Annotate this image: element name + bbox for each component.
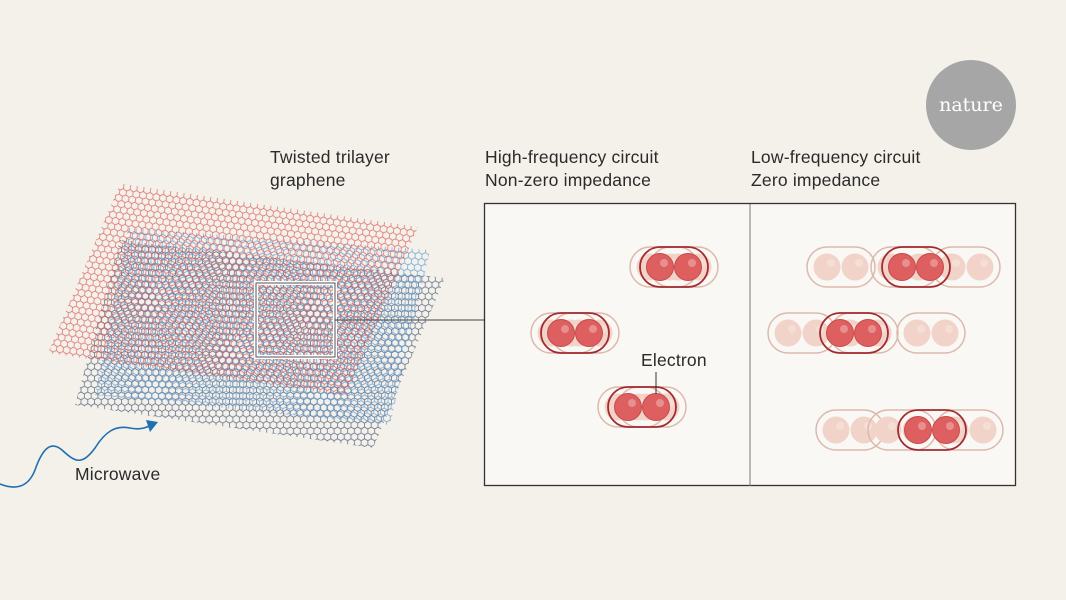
electron-pair bbox=[607, 386, 677, 428]
electron bbox=[969, 416, 997, 444]
electron-highlight bbox=[888, 422, 896, 430]
electron bbox=[931, 319, 959, 347]
electron bbox=[642, 393, 670, 421]
electron bbox=[888, 253, 916, 281]
electron-highlight bbox=[656, 399, 664, 407]
electron-pair-outline bbox=[806, 246, 876, 288]
electron-highlight bbox=[918, 422, 926, 430]
electron bbox=[966, 253, 994, 281]
electron-pair-outline bbox=[897, 409, 967, 451]
electron-pair-outline bbox=[819, 312, 889, 354]
electron-pair-ghost bbox=[806, 246, 876, 288]
electron-highlight bbox=[945, 325, 953, 333]
electron-highlight bbox=[946, 422, 954, 430]
high-frequency-subtitle: Non-zero impedance bbox=[485, 170, 652, 190]
electron-highlight bbox=[561, 325, 569, 333]
electron bbox=[674, 253, 702, 281]
electron-highlight bbox=[983, 422, 991, 430]
electron-pair bbox=[819, 312, 889, 354]
graphene-label-line2: graphene bbox=[270, 170, 346, 190]
electron bbox=[854, 319, 882, 347]
electron bbox=[822, 416, 850, 444]
electron-pair-outline bbox=[881, 246, 951, 288]
electron bbox=[904, 416, 932, 444]
electron-highlight bbox=[788, 325, 796, 333]
graphene-label-line1: Twisted trilayer bbox=[270, 147, 390, 167]
electron-pair bbox=[897, 409, 967, 451]
electron-highlight bbox=[589, 325, 597, 333]
electron-pair-outline bbox=[639, 246, 709, 288]
microwave-label: Microwave bbox=[75, 464, 161, 484]
electron bbox=[614, 393, 642, 421]
electron bbox=[826, 319, 854, 347]
electron-highlight bbox=[855, 259, 863, 267]
microwave-arrowhead bbox=[146, 420, 158, 432]
high-frequency-title: High-frequency circuit bbox=[485, 147, 659, 167]
electron-pair-outline bbox=[540, 312, 610, 354]
electron-pair bbox=[639, 246, 709, 288]
electron-highlight bbox=[917, 325, 925, 333]
electron bbox=[903, 319, 931, 347]
electron bbox=[916, 253, 944, 281]
electron-highlight bbox=[628, 399, 636, 407]
electron-highlight bbox=[952, 259, 960, 267]
electron bbox=[646, 253, 674, 281]
nature-logo: nature bbox=[926, 60, 1016, 150]
electron bbox=[547, 319, 575, 347]
electron-highlight bbox=[827, 259, 835, 267]
electron-pair bbox=[881, 246, 951, 288]
electron bbox=[575, 319, 603, 347]
electron-highlight bbox=[840, 325, 848, 333]
graphene-layer-top bbox=[48, 184, 418, 396]
electron bbox=[874, 416, 902, 444]
electron-highlight bbox=[902, 259, 910, 267]
electron bbox=[841, 253, 869, 281]
electron-pair-outline bbox=[896, 312, 966, 354]
electron-highlight bbox=[836, 422, 844, 430]
electron-pair-outline bbox=[607, 386, 677, 428]
electron bbox=[813, 253, 841, 281]
electron bbox=[932, 416, 960, 444]
microwave-wave bbox=[0, 424, 153, 488]
electron-highlight bbox=[980, 259, 988, 267]
low-frequency-title: Low-frequency circuit bbox=[751, 147, 921, 167]
low-frequency-subtitle: Zero impedance bbox=[751, 170, 881, 190]
electron-highlight bbox=[660, 259, 668, 267]
electron bbox=[802, 319, 830, 347]
electron bbox=[938, 253, 966, 281]
electron bbox=[774, 319, 802, 347]
electron-pair-ghost bbox=[815, 409, 885, 451]
electron-pair bbox=[540, 312, 610, 354]
electron-highlight bbox=[868, 325, 876, 333]
electron-highlight bbox=[688, 259, 696, 267]
electron bbox=[850, 416, 878, 444]
electron-label: Electron bbox=[641, 350, 707, 370]
electron-pair-ghost bbox=[896, 312, 966, 354]
electron-highlight bbox=[930, 259, 938, 267]
